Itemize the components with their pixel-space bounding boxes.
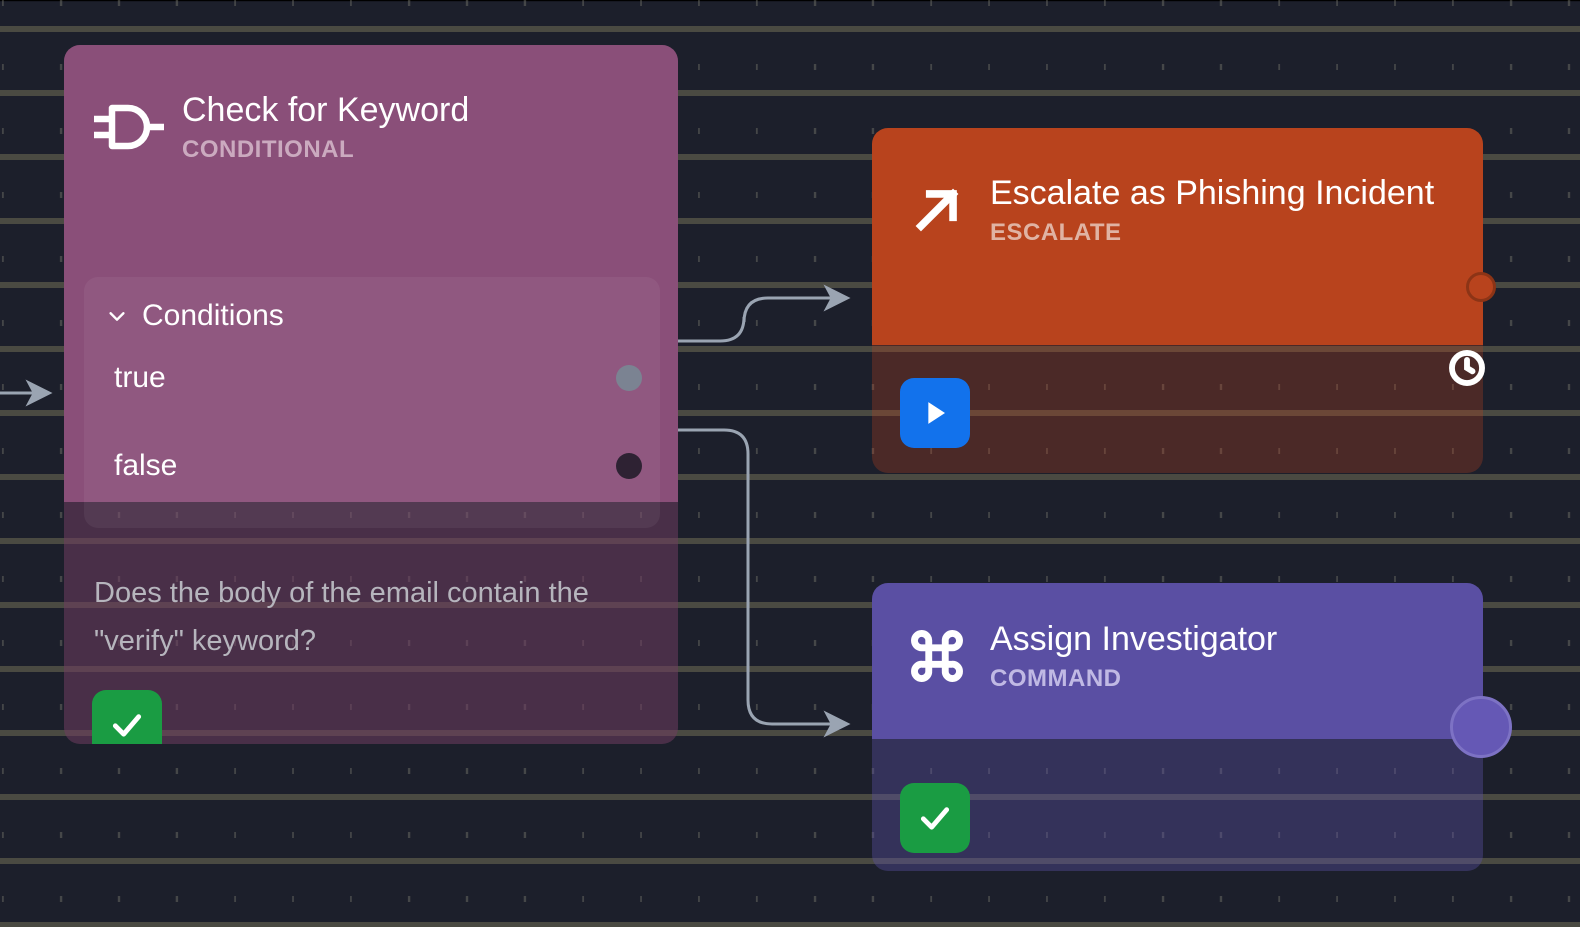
node-kind-label: CONDITIONAL bbox=[182, 136, 355, 163]
node-title: Assign Investigator bbox=[990, 620, 1278, 658]
node-header[interactable]: Escalate as Phishing Incident ESCALATE bbox=[872, 128, 1483, 345]
node-check-for-keyword[interactable]: Check for Keyword CONDITIONAL Conditions… bbox=[64, 45, 678, 744]
condition-port-false[interactable]: false bbox=[114, 449, 642, 483]
arrow-up-right-icon bbox=[898, 175, 976, 245]
node-kind-label: ESCALATE bbox=[990, 219, 1122, 246]
check-icon bbox=[920, 807, 950, 830]
command-key-icon bbox=[898, 623, 976, 689]
logic-gate-icon bbox=[90, 99, 168, 155]
status-button-check[interactable] bbox=[900, 783, 970, 853]
node-title: Escalate as Phishing Incident bbox=[990, 174, 1435, 212]
node-title: Check for Keyword bbox=[182, 91, 470, 129]
condition-port-true[interactable]: true bbox=[114, 361, 642, 395]
output-handle[interactable] bbox=[1466, 272, 1496, 302]
conditions-title: Conditions bbox=[142, 299, 284, 332]
check-icon bbox=[112, 714, 142, 737]
port-label: false bbox=[114, 449, 178, 482]
conditions-panel[interactable]: Conditions true false bbox=[84, 277, 660, 528]
node-header[interactable]: Check for Keyword CONDITIONAL Conditions… bbox=[64, 45, 678, 528]
port-label: true bbox=[114, 361, 166, 394]
output-handle-true[interactable] bbox=[616, 365, 642, 391]
status-button-check[interactable] bbox=[92, 690, 162, 744]
node-assign-investigator[interactable]: Assign Investigator COMMAND bbox=[872, 583, 1512, 871]
output-handle-false[interactable] bbox=[616, 453, 642, 479]
output-handle[interactable] bbox=[1450, 696, 1512, 758]
node-body bbox=[872, 739, 1483, 871]
clock-icon bbox=[1445, 346, 1489, 390]
status-button-run[interactable] bbox=[900, 378, 970, 448]
chevron-down-icon[interactable] bbox=[106, 305, 128, 327]
conditions-panel-header[interactable]: Conditions bbox=[84, 277, 660, 333]
play-icon bbox=[928, 402, 945, 424]
node-kind-label: COMMAND bbox=[990, 665, 1122, 692]
node-description: Does the body of the email contain the "… bbox=[94, 577, 589, 657]
node-header[interactable]: Assign Investigator COMMAND bbox=[872, 583, 1483, 739]
node-escalate-as-phishing-incident[interactable]: Escalate as Phishing Incident ESCALATE bbox=[872, 128, 1496, 473]
node-body bbox=[872, 345, 1483, 473]
